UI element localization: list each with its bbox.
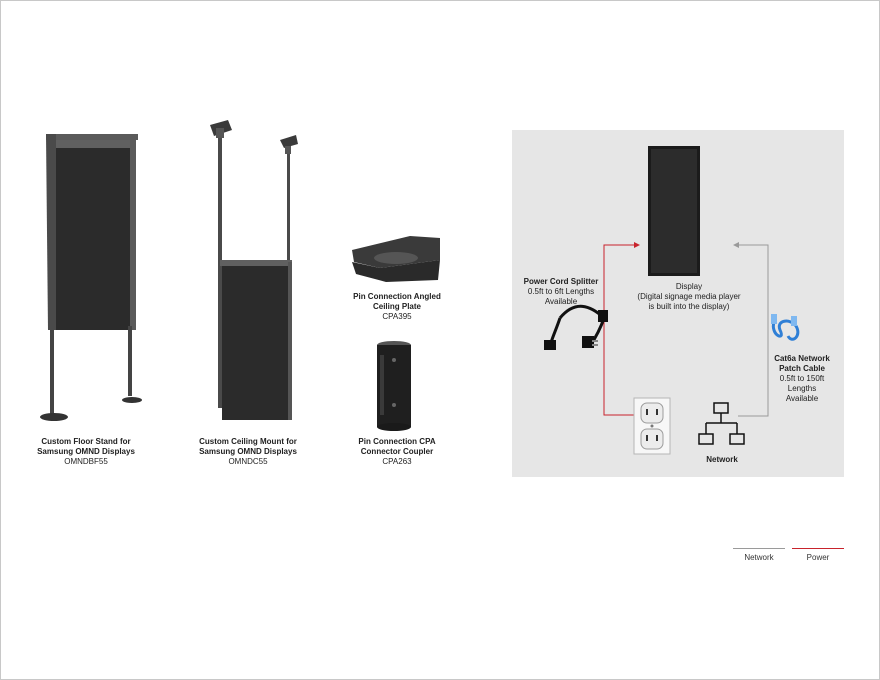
cable-line-1: 0.5ft to 150ft [779, 374, 825, 383]
cable-label: Cat6a Network Patch Cable 0.5ft to 150ft… [766, 354, 838, 404]
network-title: Network [706, 455, 738, 464]
legend-network-label: Network [744, 553, 774, 562]
legend-network-line [733, 548, 785, 549]
floor-stand-label: Custom Floor Stand for Samsung OMND Disp… [30, 437, 142, 467]
ceiling-mount-image [210, 120, 298, 420]
display-title: Display [675, 282, 703, 291]
splitter-label: Power Cord Splitter 0.5ft to 6ft Lengths… [514, 277, 608, 307]
ceiling-plate-title-2: Ceiling Plate [372, 302, 421, 311]
wall-outlet-image [633, 397, 671, 455]
coupler-label: Pin Connection CPA Connector Coupler CPA… [340, 437, 454, 467]
power-line [603, 244, 636, 416]
display-label: Display (Digital signage media player is… [628, 282, 750, 312]
cable-line-3: Available [785, 394, 819, 403]
power-splitter-image [544, 304, 608, 350]
display-line-2: is built into the display) [648, 302, 730, 311]
legend-power-line [792, 548, 844, 549]
network-label: Network [692, 455, 752, 465]
ceiling-plate-title-1: Pin Connection Angled [353, 292, 441, 301]
network-line [738, 244, 769, 417]
floor-stand-code: OMNDBF55 [64, 457, 108, 466]
ceiling-plate-label: Pin Connection Angled Ceiling Plate CPA3… [340, 292, 454, 322]
patch-cable-image [771, 314, 800, 341]
splitter-line-2: Available [544, 297, 578, 306]
cable-title-1: Cat6a Network [774, 354, 830, 363]
floor-stand-title-1: Custom Floor Stand for [41, 437, 131, 446]
network-icon [698, 402, 745, 445]
splitter-title: Power Cord Splitter [523, 277, 599, 286]
ceiling-mount-code: OMNDC55 [228, 457, 268, 466]
floor-stand-title-2: Samsung OMND Displays [37, 447, 135, 456]
coupler-image [377, 341, 411, 431]
ceiling-plate-image [352, 236, 440, 282]
cable-line-2: Lengths [787, 384, 817, 393]
cable-title-2: Patch Cable [779, 364, 825, 373]
ceiling-plate-code: CPA395 [382, 312, 412, 321]
ceiling-mount-label: Custom Ceiling Mount for Samsung OMND Di… [190, 437, 306, 467]
coupler-title-1: Pin Connection CPA [358, 437, 436, 446]
coupler-code: CPA263 [382, 457, 412, 466]
ceiling-mount-title-1: Custom Ceiling Mount for [199, 437, 297, 446]
coupler-title-2: Connector Coupler [360, 447, 434, 456]
floor-stand-image [40, 134, 142, 421]
ceiling-mount-title-2: Samsung OMND Displays [199, 447, 297, 456]
splitter-line-1: 0.5ft to 6ft Lengths [527, 287, 595, 296]
display-line-1: (Digital signage media player [637, 292, 741, 301]
legend-power-label: Power [806, 553, 830, 562]
